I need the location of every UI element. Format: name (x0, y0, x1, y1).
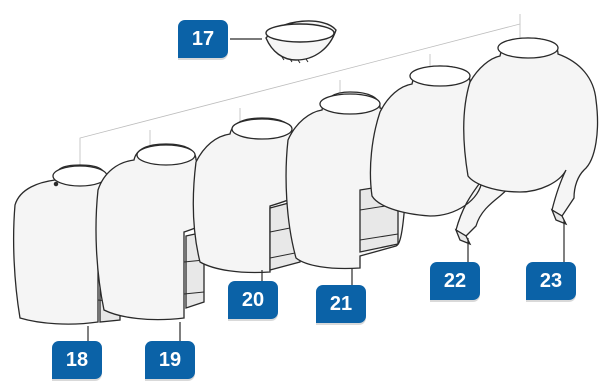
part-label-21: 21 (316, 285, 366, 323)
part-label-19: 19 (145, 341, 195, 379)
part-label-23: 23 (526, 262, 576, 300)
part-label-22: 22 (430, 262, 480, 300)
part-label-17: 17 (178, 20, 228, 58)
part-label-20: 20 (228, 281, 278, 319)
part-label-18: 18 (52, 341, 102, 379)
neck-ring-part (266, 21, 336, 63)
